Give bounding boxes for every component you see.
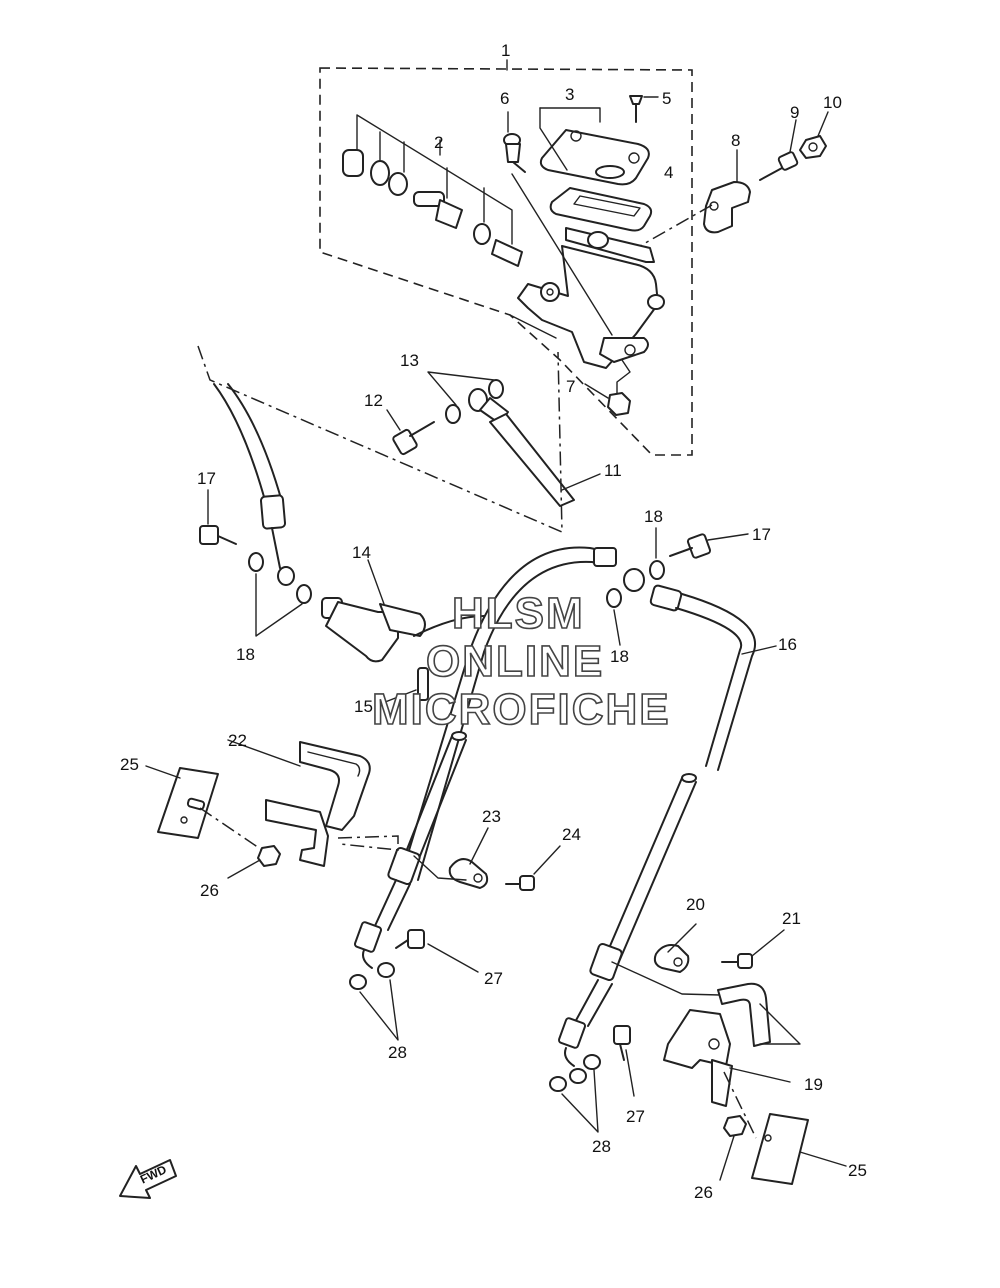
callout-5: 5 <box>662 89 671 108</box>
screw-5 <box>629 95 659 123</box>
watermark-line-2: ONLINE <box>426 637 604 686</box>
brake-hose-lower-right <box>558 773 697 1067</box>
reservoir-cap <box>539 107 650 186</box>
callout-18-right-top: 18 <box>644 507 663 526</box>
clamp-23 <box>413 827 489 889</box>
watermark-line-1: HLSM <box>452 589 585 638</box>
callout-27-right: 27 <box>626 1107 645 1126</box>
callout-23: 23 <box>482 807 501 826</box>
callout-9: 9 <box>790 103 799 122</box>
clamp-20 <box>611 923 759 997</box>
callout-17-right: 17 <box>752 525 771 544</box>
washers-18-left <box>248 552 312 637</box>
union-bolt-27-right <box>613 1025 635 1097</box>
callout-12: 12 <box>364 391 383 410</box>
callout-10: 10 <box>823 93 842 112</box>
washers-28-right <box>549 1054 601 1133</box>
callout-7: 7 <box>566 377 575 396</box>
callout-28-left: 28 <box>388 1043 407 1062</box>
bolt-21 <box>721 929 785 969</box>
master-cylinder-assembly-outline <box>319 67 693 456</box>
callout-18-left: 18 <box>236 645 255 664</box>
bracket-19 <box>663 982 801 1107</box>
bracket-22 <box>227 739 371 867</box>
union-bolt-17-right <box>669 533 749 559</box>
washers-18-right <box>606 527 665 646</box>
callout-2: 2 <box>434 133 443 152</box>
callout-25-left: 25 <box>120 755 139 774</box>
nut-26-left <box>227 845 281 879</box>
callout-24: 24 <box>562 825 581 844</box>
callout-16: 16 <box>778 635 797 654</box>
plate-25-right <box>751 1113 847 1185</box>
union-bolt-17-left <box>199 489 237 545</box>
holder-8 <box>639 149 751 247</box>
callout-22: 22 <box>228 731 247 750</box>
reference-line-right <box>723 1071 757 1139</box>
nut-10 <box>799 111 829 159</box>
reference-line-left <box>199 807 263 851</box>
callout-28-right: 28 <box>592 1137 611 1156</box>
callout-26-left: 26 <box>200 881 219 900</box>
reference-line-bracket <box>337 835 399 851</box>
bolt-24 <box>505 845 561 891</box>
plate-25-left <box>145 765 219 839</box>
nut-26-right <box>719 1115 747 1181</box>
callout-8: 8 <box>731 131 740 150</box>
callout-21: 21 <box>782 909 801 928</box>
callout-14: 14 <box>352 543 371 562</box>
master-cylinder-body <box>509 173 665 369</box>
callout-27-left: 27 <box>484 969 503 988</box>
bleed-screw-6 <box>503 111 526 173</box>
callout-4: 4 <box>664 163 673 182</box>
callout-26-right: 26 <box>694 1183 713 1202</box>
callout-3: 3 <box>565 85 574 104</box>
callout-11: 11 <box>604 461 622 480</box>
callout-25-right: 25 <box>848 1161 867 1180</box>
callout-18-right: 18 <box>610 647 629 666</box>
brake-hose-left <box>213 383 295 586</box>
brake-pipe-14 <box>321 559 485 663</box>
diaphragm <box>549 187 653 232</box>
brake-hose-11 <box>468 388 601 507</box>
callout-19: 19 <box>804 1075 823 1094</box>
brake-hose-16 <box>399 546 777 881</box>
washers-28-left <box>349 962 399 1041</box>
callout-17-left: 17 <box>197 469 216 488</box>
bolt-15 <box>379 667 429 705</box>
callout-labels: 1 2 3 4 5 6 7 8 9 10 11 12 13 14 15 16 1… <box>120 41 867 1202</box>
callout-1: 1 <box>501 41 510 60</box>
forward-arrow: FWD <box>119 1159 177 1199</box>
union-bolt-12 <box>386 409 435 456</box>
bolt-9 <box>759 119 799 181</box>
union-bolt-27-left <box>395 929 479 973</box>
callout-15: 15 <box>354 697 373 716</box>
brake-hose-lower-left <box>354 731 467 969</box>
reference-line-upper <box>197 345 563 534</box>
callout-6: 6 <box>500 89 509 108</box>
callout-13: 13 <box>400 351 419 370</box>
watermark-line-3: MICROFICHE <box>372 685 671 734</box>
washers-13 <box>427 371 504 424</box>
watermark: HLSM ONLINE MICROFICHE <box>371 588 671 735</box>
piston-kit <box>342 114 523 267</box>
nut-7 <box>584 359 631 416</box>
callout-20: 20 <box>686 895 705 914</box>
